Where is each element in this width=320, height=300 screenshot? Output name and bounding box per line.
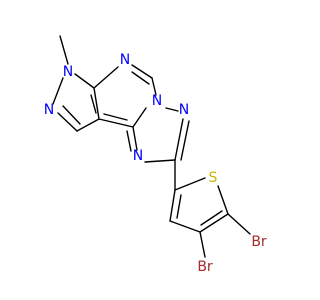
bond-n3-c9a-double bbox=[126, 130, 132, 152]
atom-br-right: Br bbox=[251, 234, 267, 250]
bond-c3a-c7a bbox=[93, 87, 100, 120]
bond-n1t-c2 bbox=[174, 118, 184, 161]
atom-label-layer: N N N N N N S Br Br bbox=[44, 52, 267, 275]
bond-c7a-n7 bbox=[93, 66, 119, 89]
atom-n-triazole-left: N bbox=[133, 148, 143, 164]
atom-br-bottom: Br bbox=[197, 259, 213, 275]
bond-t5-t4 bbox=[199, 213, 229, 233]
bond-n2-c3-double bbox=[62, 105, 81, 125]
atom-n-triazole-top: N bbox=[179, 102, 189, 118]
bond-n1t-c2-double bbox=[180, 120, 190, 161]
bond-c3-c3a bbox=[76, 118, 100, 132]
bond-n9-n1t bbox=[165, 107, 179, 112]
bond-n3-c9a bbox=[132, 126, 138, 151]
bond-n7-c8-double bbox=[131, 71, 150, 85]
bond-t4-t3 bbox=[169, 220, 201, 233]
bond-t5-br bbox=[227, 213, 251, 235]
bond-layer bbox=[52, 35, 251, 258]
bond-n2-c3 bbox=[57, 112, 78, 132]
bond-t3-t2-double bbox=[176, 194, 182, 219]
atom-n-pyrimidine: N bbox=[120, 52, 130, 68]
bond-t2-s bbox=[174, 177, 206, 191]
atom-n-pyrazole: N bbox=[44, 102, 54, 118]
bond-t3-t2 bbox=[169, 189, 176, 222]
bond-n1-n2 bbox=[52, 77, 64, 105]
bond-t5-t4-double bbox=[200, 210, 223, 226]
bond-n9-c9a bbox=[132, 107, 147, 128]
molecule-structure: N N N N N N S Br Br bbox=[44, 35, 267, 275]
molecule-canvas: N N N N N N S Br Br bbox=[44, 35, 267, 275]
atom-s-thiophene: S bbox=[209, 170, 218, 186]
bond-c7a-n1 bbox=[74, 73, 95, 89]
bond-c7a-n1-inner bbox=[90, 94, 97, 114]
atom-n-triazole-bridge: N bbox=[152, 93, 162, 109]
bond-c8-n9 bbox=[151, 77, 157, 96]
bond-methyl bbox=[59, 35, 69, 65]
bond-n7-c8 bbox=[131, 64, 153, 79]
bond-s-t5 bbox=[217, 185, 229, 215]
bond-c2-n3 bbox=[144, 159, 176, 163]
bond-c9a-c3a bbox=[98, 118, 134, 128]
bond-t4-br bbox=[199, 231, 206, 258]
bond-c9a-c3a-double bbox=[103, 113, 128, 121]
atom-n-methyl: N bbox=[63, 64, 73, 80]
